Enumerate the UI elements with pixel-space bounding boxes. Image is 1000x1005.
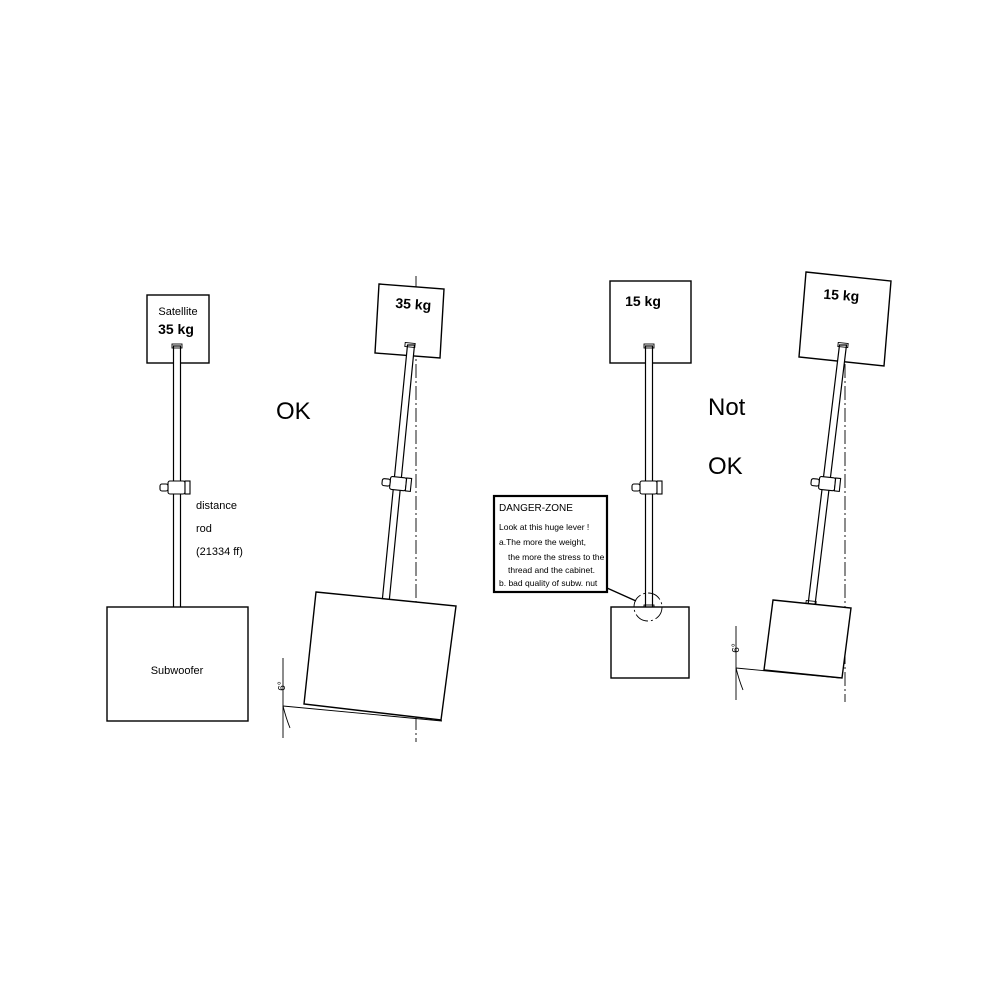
satellite-box bbox=[798, 271, 892, 367]
subwoofer-box bbox=[106, 606, 249, 722]
figure-1-upright-35kg: Satellite 35 kg distance rod (21334 ff) … bbox=[106, 294, 249, 722]
danger-zone-marker-circle bbox=[633, 592, 663, 622]
danger-zone-line-5: b. bad quality of subw. nut bbox=[499, 578, 598, 588]
angle-floor-line bbox=[735, 667, 841, 679]
subwoofer-box-tilted bbox=[303, 591, 457, 721]
tilt-angle-label: 6° bbox=[731, 643, 742, 653]
danger-zone-title: DANGER-ZONE bbox=[499, 503, 573, 514]
verdict-ok: OK bbox=[276, 398, 311, 425]
rod-top-cap bbox=[643, 343, 655, 349]
subwoofer-label: Subwoofer bbox=[151, 665, 204, 677]
rod-top-cap bbox=[404, 341, 416, 349]
distance-rod bbox=[807, 344, 848, 606]
figure-4-tilted-15kg: 15 kg 6° bbox=[731, 271, 892, 702]
figure-2-tilted-35kg: 35 kg 6° bbox=[277, 276, 457, 742]
verdict-not-ok: OK bbox=[708, 453, 743, 480]
angle-arc bbox=[282, 705, 291, 729]
rod-label-part-number: (21334 ff) bbox=[196, 546, 243, 558]
satellite-weight: 15 kg bbox=[625, 293, 661, 309]
distance-rod bbox=[644, 345, 654, 609]
satellite-weight: 15 kg bbox=[823, 286, 860, 304]
danger-zone-pointer bbox=[606, 587, 637, 602]
danger-zone-callout: DANGER-ZONE Look at this huge lever ! a.… bbox=[492, 494, 609, 594]
rod-top-cap bbox=[171, 343, 183, 349]
clamp-knob bbox=[159, 480, 191, 495]
danger-zone-box bbox=[492, 494, 609, 594]
distance-rod bbox=[172, 345, 182, 611]
figure-3-upright-15kg: 15 kg DANGER-ZONE Look at this huge leve… bbox=[492, 280, 692, 679]
rod-top-cap bbox=[837, 341, 849, 349]
distance-rod bbox=[381, 344, 416, 604]
clamp-knob bbox=[381, 475, 413, 493]
rod-label-rod: rod bbox=[196, 523, 212, 535]
satellite-box bbox=[374, 283, 445, 359]
danger-zone-line-2: a.The more the weight, bbox=[499, 537, 586, 547]
subwoofer-box bbox=[610, 606, 690, 679]
angle-arc bbox=[735, 667, 744, 691]
satellite-weight: 35 kg bbox=[158, 321, 194, 337]
verdict-not: Not bbox=[708, 394, 746, 421]
danger-zone-line-1: Look at this huge lever ! bbox=[499, 522, 589, 532]
satellite-weight: 35 kg bbox=[395, 295, 432, 313]
danger-zone-line-4: thread and the cabinet. bbox=[508, 565, 595, 575]
rod-label-distance: distance bbox=[196, 500, 237, 512]
angle-floor-line bbox=[282, 705, 443, 722]
clamp-knob bbox=[631, 480, 663, 495]
danger-zone-line-3: the more the stress to the bbox=[508, 552, 605, 562]
clamp-knob bbox=[810, 475, 842, 493]
tilt-angle-label: 6° bbox=[277, 681, 288, 691]
satellite-label: Satellite bbox=[158, 306, 197, 318]
subwoofer-box-tilted bbox=[763, 599, 852, 679]
